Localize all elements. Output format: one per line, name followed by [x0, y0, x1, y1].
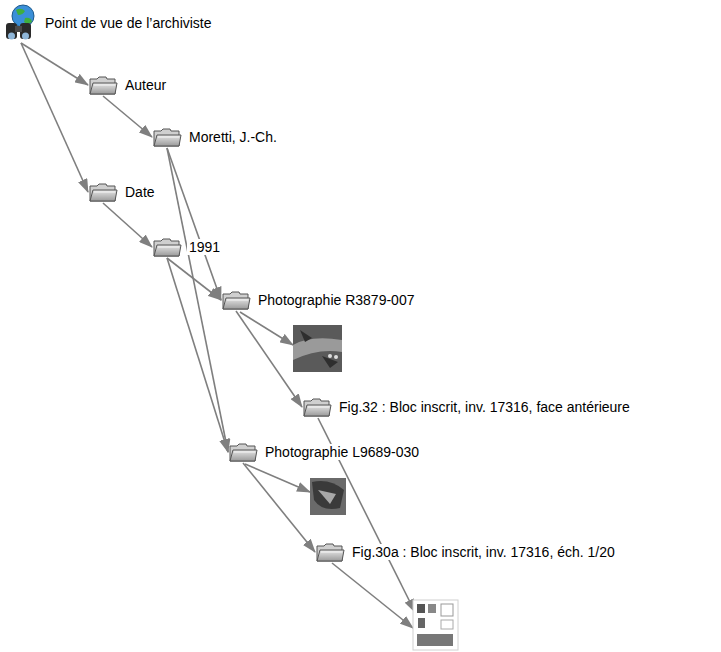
folder-node: Photographie R3879-007 — [221, 289, 416, 311]
photo-thumbnail — [310, 478, 346, 515]
connector-arrow — [167, 148, 221, 300]
folder-icon — [152, 236, 182, 258]
folder-icon — [302, 396, 332, 418]
viewpoint-node: Point de vue de l’archiviste — [3, 3, 214, 43]
folder-label: Date — [123, 184, 157, 200]
folder-node: 1991 — [152, 236, 222, 258]
connector-arrow — [167, 258, 228, 452]
archivist-view-icon — [3, 3, 39, 43]
folder-icon — [88, 181, 118, 203]
folder-node: Fig.32 : Bloc inscrit, inv. 17316, face … — [302, 396, 632, 418]
folder-icon — [315, 541, 345, 563]
connector-arrow — [21, 43, 88, 192]
folder-label: Photographie L9689-030 — [263, 444, 421, 460]
folder-node: Date — [88, 181, 157, 203]
folder-node: Moretti, J.-Ch. — [152, 126, 279, 148]
photo-thumbnail — [293, 325, 342, 372]
folder-label: 1991 — [187, 239, 222, 255]
connector-arrow — [243, 463, 315, 552]
plate-thumbnail — [413, 600, 458, 650]
connector-arrow — [236, 311, 302, 407]
view-title: Point de vue de l’archiviste — [43, 15, 214, 31]
folder-icon — [88, 74, 118, 96]
connector-arrow — [103, 96, 152, 137]
folder-label: Fig.32 : Bloc inscrit, inv. 17316, face … — [337, 399, 632, 415]
leader-arrow — [332, 563, 413, 628]
folder-node: Photographie L9689-030 — [228, 441, 421, 463]
folder-icon — [152, 126, 182, 148]
connector-arrow — [167, 148, 228, 452]
folder-label: Photographie R3879-007 — [256, 292, 416, 308]
folder-label: Fig.30a : Bloc inscrit, inv. 17316, éch.… — [350, 544, 617, 560]
folder-label: Moretti, J.-Ch. — [187, 129, 279, 145]
folder-icon — [228, 441, 258, 463]
folder-node: Auteur — [88, 74, 168, 96]
folder-node: Fig.30a : Bloc inscrit, inv. 17316, éch.… — [315, 541, 617, 563]
folder-label: Auteur — [123, 77, 168, 93]
connector-arrow — [103, 203, 152, 247]
folder-icon — [221, 289, 251, 311]
